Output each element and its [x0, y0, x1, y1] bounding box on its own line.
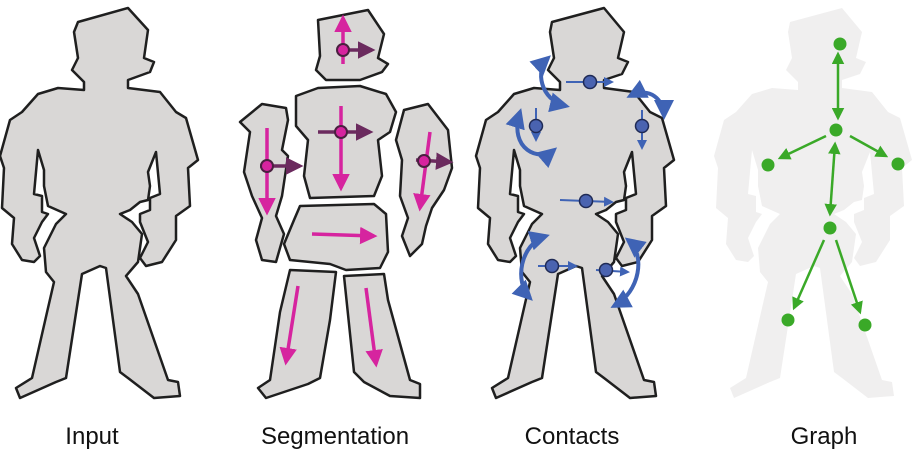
panel-segmentation: Segmentation	[240, 10, 452, 450]
joint-contact-icon	[530, 120, 543, 133]
joint-contact-icon	[546, 260, 559, 273]
panel-label-input: Input	[65, 423, 119, 450]
center-marker	[261, 160, 273, 172]
graph-node-icon	[892, 158, 905, 171]
panel-label-segmentation: Segmentation	[261, 423, 409, 450]
segment-left-arm	[240, 104, 288, 262]
joint-contact-icon	[584, 76, 597, 89]
segment-torso	[296, 86, 396, 198]
joint-contact-icon	[600, 264, 613, 277]
robot-figure-icon	[0, 8, 198, 398]
ghost-figure	[714, 8, 912, 398]
joint-contact-icon	[580, 195, 593, 208]
center-marker	[337, 44, 349, 56]
panel-input: Input	[0, 8, 198, 450]
segment-right-leg	[344, 274, 420, 398]
panel-graph: Graph	[714, 8, 912, 450]
panel-label-contacts: Contacts	[525, 423, 620, 450]
graph-node-icon	[782, 314, 795, 327]
graph-node-icon	[830, 124, 843, 137]
robot-figure-icon	[476, 8, 674, 398]
center-marker	[418, 155, 430, 167]
graph-node-icon	[834, 38, 847, 51]
center-marker	[335, 126, 347, 138]
panel-contacts: Contacts	[476, 8, 674, 450]
segment-head	[316, 10, 388, 80]
graph-node-icon	[762, 159, 775, 172]
graph-node-icon	[824, 222, 837, 235]
joint-contact-icon	[636, 120, 649, 133]
graph-node-icon	[859, 319, 872, 332]
panel-label-graph: Graph	[791, 423, 858, 450]
motion-arrow-icon	[312, 234, 374, 236]
